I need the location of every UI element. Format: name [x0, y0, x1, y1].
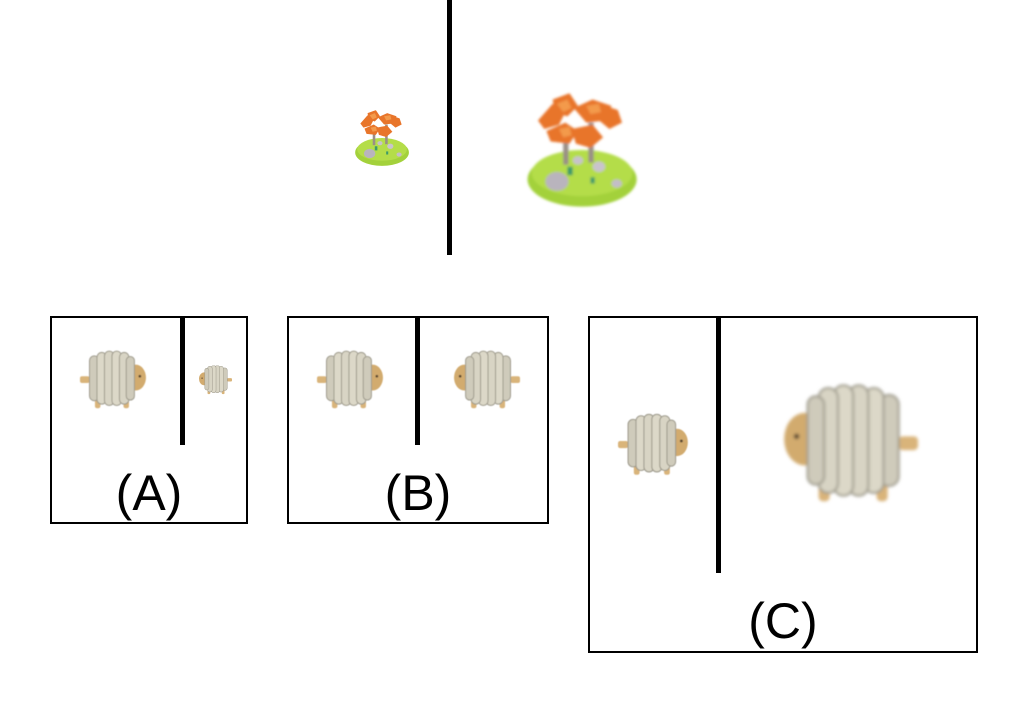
tree-island-large-icon — [527, 93, 637, 207]
option-c-panel[interactable]: (C) — [588, 316, 978, 653]
tree-island-small-icon — [355, 110, 409, 166]
reference-divider — [447, 0, 452, 255]
option-a-label: (A) — [115, 465, 183, 521]
reference-pair — [0, 0, 1027, 260]
option-b-panel[interactable]: (B) — [287, 316, 549, 524]
option-c-divider — [716, 318, 721, 573]
sheep-large-icon — [780, 382, 918, 510]
option-c-label: (C) — [748, 593, 818, 649]
option-a-divider — [180, 318, 185, 445]
sheep-icon — [317, 350, 384, 409]
sheep-small-icon — [618, 413, 689, 476]
sheep-icon — [452, 350, 520, 412]
option-b-divider — [415, 318, 420, 445]
option-b-label: (B) — [384, 465, 452, 521]
sheep-icon — [80, 350, 147, 409]
sheep-small-icon — [198, 365, 232, 396]
option-a-panel[interactable]: (A) — [50, 316, 248, 524]
